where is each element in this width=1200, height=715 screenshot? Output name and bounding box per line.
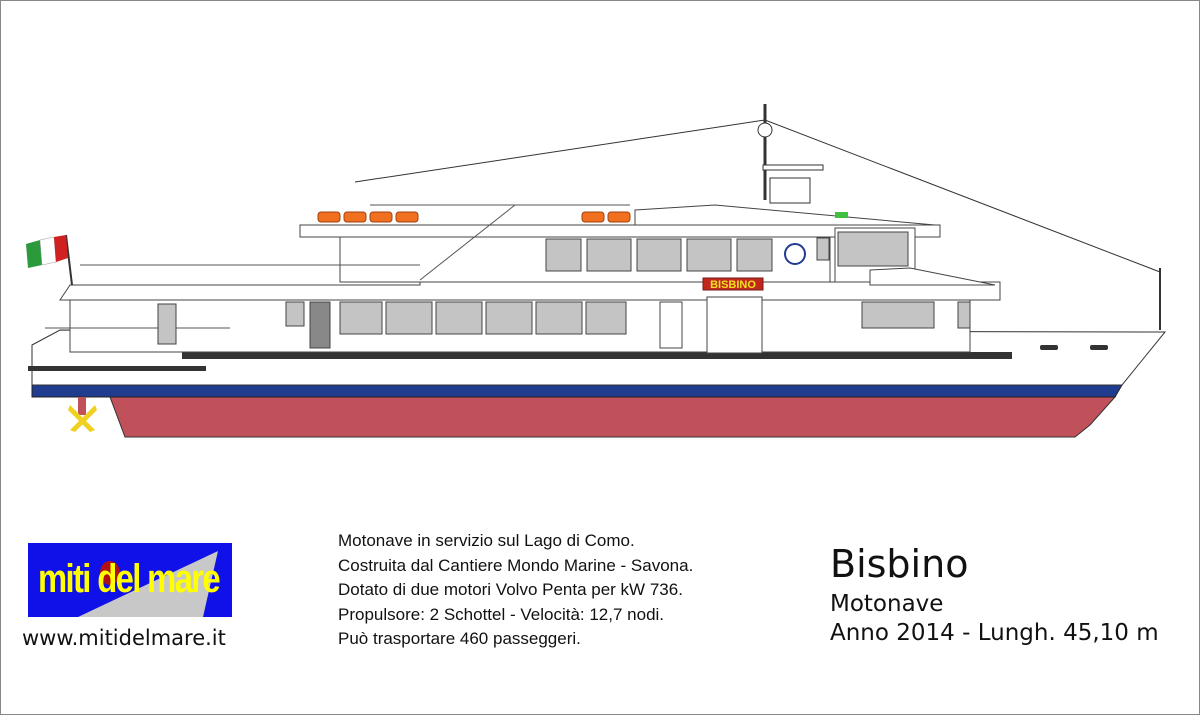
description-line: Motonave in servizio sul Lago di Como. <box>338 531 635 550</box>
propeller-icon <box>68 397 97 432</box>
italian-flag-icon <box>26 235 68 268</box>
description-line: Costruita dal Cantiere Mondo Marine - Sa… <box>338 555 694 575</box>
ship-name-plate: BISBINO <box>710 279 756 291</box>
description-line: Propulsore: 2 Schottel - Velocità: 12,7 … <box>338 604 665 624</box>
ship-info: Motonave Anno 2014 - Lungh. 45,10 m <box>830 590 1159 648</box>
ship-title: Bisbino <box>830 542 969 586</box>
miti-del-mare-logo: miti del mare <box>28 543 232 617</box>
website-link[interactable]: www.mitidelmare.it <box>22 626 226 650</box>
hull-red <box>109 396 1117 438</box>
hull-blue-stripe <box>31 384 1123 398</box>
description-line: Può trasportare 460 passeggeri. <box>338 629 581 648</box>
emblem-icon <box>784 243 806 265</box>
ship-type: Motonave <box>830 591 944 617</box>
ship-drawing: BISBINO <box>26 104 1167 438</box>
ship-specs: Anno 2014 - Lungh. 45,10 m <box>830 620 1159 646</box>
description-line: Dotato di due motori Volvo Penta per kW … <box>338 580 683 599</box>
ship-description: Motonave in servizio sul Lago di Como. C… <box>338 529 693 652</box>
